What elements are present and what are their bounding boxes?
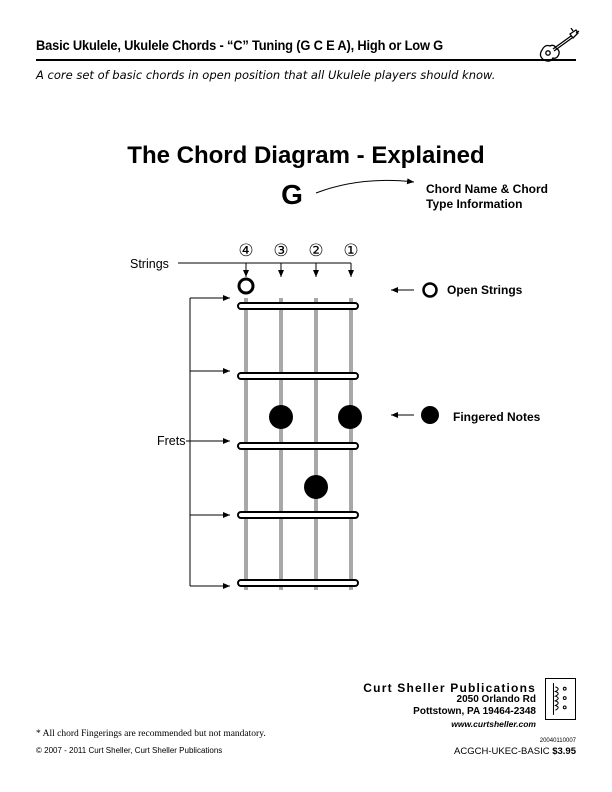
fingered-note-string2-fret3 (304, 475, 328, 499)
fingered-note-string3-fret2 (269, 405, 293, 429)
price: $3.95 (552, 746, 576, 757)
string-number-4: ④ (238, 241, 253, 261)
open-strings-legend-icon (422, 282, 438, 298)
open-strings-label: Open Strings (447, 283, 523, 297)
footnote: * All chord Fingerings are recommended b… (36, 729, 266, 739)
fret-3 (237, 511, 359, 519)
page-header-title: Basic Ukulele, Ukulele Chords - “C” Tuni… (36, 37, 444, 53)
fretboard-frets (237, 302, 359, 587)
frets-label: Frets (157, 434, 185, 448)
string-number-2: ② (308, 241, 323, 261)
fret-1 (237, 372, 359, 380)
chord-name-arrow (315, 178, 415, 194)
publisher-city: Pottstown, PA 19464-2348 (413, 706, 536, 717)
fingered-note-string1-fret2 (338, 405, 362, 429)
header-rule (36, 59, 576, 61)
ukulele-icon (539, 28, 580, 62)
publisher-name: Curt Sheller Publications (363, 681, 536, 695)
diagram-title: The Chord Diagram - Explained (127, 142, 485, 169)
barcode-number: 20040110007 (539, 738, 576, 744)
fret-4 (237, 579, 359, 587)
strings-label: Strings (130, 257, 169, 271)
string-number-3: ③ (273, 241, 288, 261)
chord-name: G (281, 179, 303, 210)
product-code-line: ACGCH-UKEC-BASIC $3.95 (430, 746, 576, 757)
publisher-website-link[interactable]: www.curtsheller.com (451, 719, 536, 729)
fingered-notes-legend-icon (421, 406, 439, 424)
fret-2 (237, 442, 359, 450)
copyright: © 2007 - 2011 Curt Sheller, Curt Sheller… (36, 746, 223, 755)
chord-name-label-line2: Type Information (426, 197, 522, 211)
fingered-notes-label: Fingered Notes (453, 410, 541, 424)
publisher-street: 2050 Orlando Rd (456, 694, 536, 705)
chord-name-label-line1: Chord Name & Chord (426, 182, 548, 196)
product-code: ACGCH-UKEC-BASIC (454, 746, 550, 757)
open-string-marker (237, 277, 255, 295)
page-subtitle: A core set of basic chords in open posit… (36, 68, 496, 82)
publisher-logo-icon (545, 678, 576, 720)
string-number-1: ① (343, 241, 358, 261)
nut (237, 302, 359, 310)
